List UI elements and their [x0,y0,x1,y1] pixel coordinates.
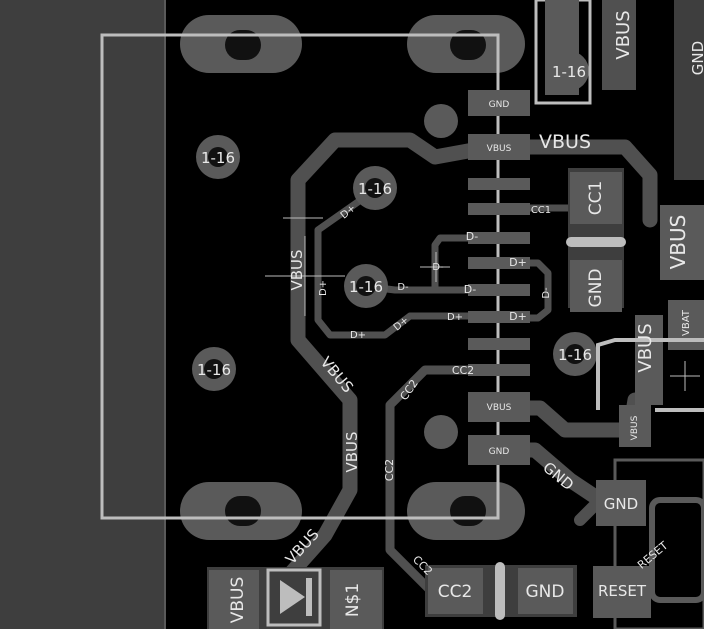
shield-pad-bottom[interactable] [424,415,458,449]
via-label-6: 1-16 [558,346,592,364]
net-label-gnd-top-right: GND [689,41,704,75]
pad-reset[interactable] [593,566,651,618]
pad-top-right-gnd[interactable] [674,0,704,180]
pin-label-dplus-2: D+ [509,310,527,323]
mount-hole-tl [225,30,261,60]
cap-cc2-pad[interactable] [428,568,483,614]
pad-label-vbus-small: VBUS [630,415,640,440]
net-label-vbus-right: VBUS [666,215,690,270]
pin-label-dminus-2: D- [464,283,476,296]
pin-dplus-2[interactable] [468,311,530,323]
outline-vbat [596,338,704,410]
pin-vbus-bottom[interactable] [468,392,530,422]
cap-label-gnd: GND [586,269,606,308]
via-3-hole [365,178,385,198]
via-label-5: 1-16 [197,361,231,379]
trace-label-vbus-left: VBUS [288,249,306,290]
cap-gnd-pad[interactable] [570,260,622,312]
pin-dminus-2[interactable] [468,284,530,296]
mount-hole-br [450,496,486,526]
pad-label-vbat: VBAT [681,309,692,336]
cap-cc1-pad[interactable] [570,172,622,224]
trace-label-dplus-c: D+ [350,330,366,341]
shield-pad-top[interactable] [424,104,458,138]
cap-cc1-divider [566,237,626,247]
diode-pad-a[interactable] [209,570,259,629]
pad-top-right-a[interactable] [602,0,636,90]
outline-reset-area [613,458,704,629]
pin-blank-2[interactable] [468,338,530,350]
trace-vbus-right[interactable] [482,139,658,228]
via-label-4: 1-16 [349,278,383,296]
pin-cc1[interactable] [468,203,530,215]
trace-label-dminus-b: D- [432,262,444,273]
pin-label-dplus-1: D+ [509,256,527,269]
reset-switch-outline [649,497,704,603]
mount-pads [180,15,525,540]
via-5-hole [204,359,224,379]
diode-label-name: N$1 [343,583,363,617]
side-panel [0,0,165,629]
pin-gnd-top[interactable] [468,90,530,116]
trace-label-cc2-b: CC2 [383,459,396,481]
pin-label-vbus-top: VBUS [487,144,512,154]
pad-vbus-mid-right[interactable] [635,315,663,405]
component-outline-top [534,0,592,105]
via-label-2: 1-16 [201,149,235,167]
cap-label-cc2: CC2 [438,582,473,602]
pad-top-vbus[interactable] [545,0,579,95]
trace-label-dminus-c: D- [541,287,552,299]
trace-dplus-b[interactable] [496,259,552,322]
pin-dminus-1[interactable] [468,232,530,244]
cap-label-cc1: CC1 [586,181,606,216]
pad-gnd-right[interactable] [596,480,646,526]
connector-pins [468,90,530,465]
trace-label-vbus-vert: VBUS [343,431,361,472]
via-label-3: 1-16 [358,180,392,198]
pad-label-gnd-right: GND [604,495,638,513]
net-label-vbus-main: VBUS [539,131,591,153]
via-2-hole [208,147,228,167]
trace-label-dminus-a: D- [397,282,409,293]
mount-hole-bl [225,496,261,526]
pin-label-gnd-bottom: GND [489,447,510,457]
net-label-vbus-top-right: VBUS [613,10,634,59]
cap-label-cc2-gnd: GND [526,582,565,602]
pin-blank-1[interactable] [468,178,530,190]
diode-arrow-icon [280,580,305,614]
pad-vbus-small[interactable] [619,405,651,447]
trace-cc2[interactable] [385,365,505,595]
mount-hole-tr [450,30,486,60]
pin-label-dminus-1: D- [466,230,478,243]
crosshairs [265,217,700,391]
trace-label-dplus-e: D+ [447,312,463,323]
connector-outline [100,33,500,520]
pin-label-cc2: CC2 [452,364,474,377]
pad-vbus-right[interactable] [660,205,704,280]
net-label-vbus-mid-right: VBUS [635,323,656,372]
via-4-hole [356,276,376,296]
cap-cc2-divider [495,562,505,620]
pin-label-cc1: CC1 [531,205,551,216]
cap-cc2-gnd-pad[interactable] [518,568,573,614]
pin-dplus-1[interactable] [468,257,530,269]
pin-vbus-top[interactable] [468,134,530,160]
pin-cc2[interactable] [468,364,530,376]
trace-vbus[interactable] [277,132,498,588]
trace-label-dplus-b: D+ [318,280,329,296]
pin-gnd-bottom[interactable] [468,435,530,465]
via-6-hole [565,344,585,364]
pin-label-gnd-top: GND [489,100,510,110]
diode-outline [266,568,322,627]
diode-bar-icon [306,578,312,616]
via-label-1: 1-16 [552,63,586,81]
trace-dplus-a[interactable] [314,186,494,339]
diode-pad-c[interactable] [330,570,382,629]
diode-label-vbus: VBUS [228,577,248,624]
pad-label-reset: RESET [598,582,647,600]
pin-label-vbus-bottom: VBUS [487,403,512,413]
